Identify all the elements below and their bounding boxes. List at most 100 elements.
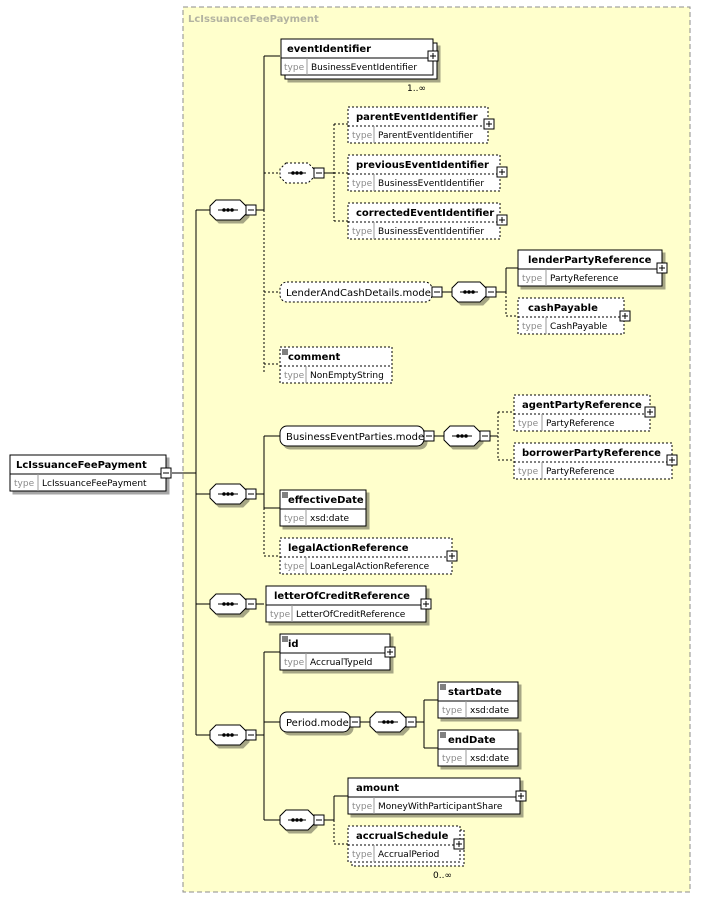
type-value: MoneyWithParticipantShare	[378, 802, 503, 812]
element-name: lenderPartyReference	[528, 255, 652, 266]
root-element-box[interactable]: LcIssuanceFeePayment type LcIssuanceFeeP…	[9, 454, 172, 492]
occurrence-label: 0..∞	[433, 871, 452, 881]
collapse-icon[interactable]	[245, 488, 257, 500]
element-agent-party-reference[interactable]: agentPartyReference type PartyReference	[513, 394, 656, 432]
collapse-icon[interactable]	[423, 430, 435, 442]
element-end-date[interactable]: endDate type xsd:date	[437, 729, 519, 767]
element-event-identifier[interactable]: eventIdentifier type BusinessEventIdenti…	[280, 38, 439, 94]
type-key: type	[442, 754, 463, 764]
expand-icon[interactable]	[496, 214, 508, 226]
element-name: comment	[288, 352, 341, 363]
element-comment[interactable]: comment type NonEmptyString	[279, 346, 393, 384]
type-value: AccrualPeriod	[378, 850, 439, 860]
type-value: PartyReference	[550, 274, 619, 284]
sequence-compositor-period[interactable]	[369, 711, 417, 733]
group-label: BusinessEventParties.model	[286, 432, 427, 443]
expand-icon[interactable]	[515, 790, 527, 802]
choice-compositor[interactable]	[279, 162, 325, 184]
type-value: LetterOfCreditReference	[296, 610, 406, 620]
collapse-icon[interactable]	[431, 286, 443, 298]
type-key: type	[284, 658, 305, 668]
root-element-name: LcIssuanceFeePayment	[16, 460, 147, 471]
expand-icon[interactable]	[446, 550, 458, 562]
type-value: PartyReference	[546, 419, 615, 429]
element-name: correctedEventIdentifier	[356, 208, 494, 219]
type-value: BusinessEventIdentifier	[378, 227, 484, 237]
expand-icon[interactable]	[427, 50, 439, 62]
element-name: borrowerPartyReference	[522, 448, 661, 459]
simple-content-icon	[282, 636, 288, 642]
collapse-icon[interactable]	[245, 729, 257, 741]
sequence-compositor-4[interactable]	[209, 724, 257, 746]
type-key: type	[352, 850, 373, 860]
element-parent-event-identifier[interactable]: parentEventIdentifier type ParentEventId…	[347, 106, 495, 144]
element-start-date[interactable]: startDate type xsd:date	[437, 681, 519, 719]
group-period[interactable]: Period.model	[279, 711, 361, 733]
sequence-compositor-1[interactable]	[209, 199, 257, 221]
element-cash-payable[interactable]: cashPayable type CashPayable	[517, 297, 631, 335]
collapse-icon[interactable]	[245, 598, 257, 610]
element-name: startDate	[448, 687, 502, 698]
expand-icon[interactable]	[496, 166, 508, 178]
type-key: type	[284, 63, 305, 73]
type-value: BusinessEventIdentifier	[311, 63, 417, 73]
expand-icon[interactable]	[453, 838, 465, 850]
type-value: AccrualTypeId	[310, 658, 372, 668]
type-key: type	[522, 322, 543, 332]
expand-icon[interactable]	[619, 310, 631, 322]
root-type-key: type	[14, 479, 35, 489]
sequence-compositor-lender[interactable]	[451, 281, 497, 303]
element-previous-event-identifier[interactable]: previousEventIdentifier type BusinessEve…	[347, 154, 508, 192]
collapse-icon[interactable]	[485, 286, 497, 298]
type-key: type	[270, 610, 291, 620]
element-effective-date[interactable]: effectiveDate type xsd:date	[279, 489, 367, 527]
expand-icon[interactable]	[666, 454, 678, 466]
simple-content-icon	[440, 684, 446, 690]
group-label: LenderAndCashDetails.model	[286, 288, 434, 299]
element-legal-action-reference[interactable]: legalActionReference type LoanLegalActio…	[279, 537, 458, 575]
collapse-icon[interactable]	[313, 167, 325, 179]
collapse-icon[interactable]	[349, 716, 361, 728]
collapse-icon[interactable]	[405, 716, 417, 728]
element-lender-party-reference[interactable]: lenderPartyReference type PartyReference	[517, 249, 668, 287]
element-name: legalActionReference	[288, 543, 409, 554]
type-key: type	[352, 227, 373, 237]
type-key: type	[352, 802, 373, 812]
element-name: parentEventIdentifier	[356, 112, 478, 123]
expand-icon[interactable]	[644, 406, 656, 418]
collapse-icon[interactable]	[245, 204, 257, 216]
type-key: type	[522, 274, 543, 284]
element-corrected-event-identifier[interactable]: correctedEventIdentifier type BusinessEv…	[347, 202, 508, 240]
element-accrual-schedule[interactable]: accrualSchedule type AccrualPeriod 0..∞	[347, 825, 465, 881]
element-letter-of-credit-reference[interactable]: letterOfCreditReference type LetterOfCre…	[265, 585, 432, 623]
sequence-compositor-2[interactable]	[209, 483, 257, 505]
element-name: endDate	[448, 735, 496, 746]
simple-content-icon	[282, 349, 288, 355]
element-borrower-party-reference[interactable]: borrowerPartyReference type PartyReferen…	[513, 442, 678, 480]
element-name: agentPartyReference	[522, 400, 642, 411]
group-business-event-parties[interactable]: BusinessEventParties.model	[279, 425, 435, 447]
expand-icon[interactable]	[656, 262, 668, 274]
expand-icon[interactable]	[420, 598, 432, 610]
element-name: amount	[356, 783, 399, 794]
connector-lines	[172, 55, 518, 845]
simple-content-icon	[440, 732, 446, 738]
element-id[interactable]: id type AccrualTypeId	[279, 633, 396, 671]
type-value: PartyReference	[546, 467, 615, 477]
element-amount[interactable]: amount type MoneyWithParticipantShare	[347, 777, 527, 815]
type-value: ParentEventIdentifier	[378, 131, 473, 141]
expand-icon[interactable]	[384, 646, 396, 658]
collapse-icon[interactable]	[479, 430, 491, 442]
sequence-compositor-amount[interactable]	[279, 809, 325, 831]
collapse-icon[interactable]	[313, 814, 325, 826]
element-name: eventIdentifier	[287, 44, 371, 55]
element-name: cashPayable	[528, 303, 598, 314]
element-name: accrualSchedule	[356, 831, 449, 842]
collapse-icon[interactable]	[160, 467, 172, 479]
sequence-compositor-3[interactable]	[209, 593, 257, 615]
type-value: xsd:date	[310, 514, 350, 524]
element-name: id	[288, 639, 299, 650]
sequence-compositor-parties[interactable]	[443, 425, 491, 447]
group-lender-and-cash-details[interactable]: LenderAndCashDetails.model	[279, 281, 443, 303]
expand-icon[interactable]	[483, 118, 495, 130]
